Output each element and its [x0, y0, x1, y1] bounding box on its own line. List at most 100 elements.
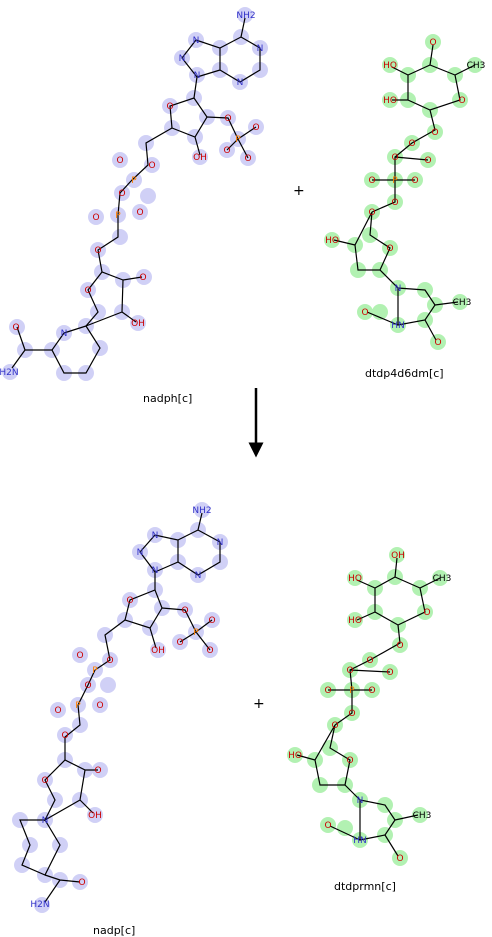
svg-text:O: O [126, 596, 133, 606]
svg-text:P: P [349, 686, 355, 696]
svg-text:O: O [206, 646, 213, 656]
svg-text:P: P [392, 176, 398, 186]
svg-text:O: O [408, 139, 415, 149]
svg-text:P: P [115, 211, 121, 221]
svg-text:P: P [75, 701, 81, 711]
nadph-bonds [11, 17, 261, 374]
svg-text:N: N [179, 54, 186, 64]
nadp-bonds [19, 512, 221, 903]
svg-text:HN: HN [353, 836, 367, 846]
svg-text:O: O [224, 114, 231, 124]
svg-text:O: O [139, 273, 146, 283]
svg-text:O: O [106, 656, 113, 666]
reactant-label-dtdp4d6dm: dtdp4d6dm[c] [365, 367, 444, 380]
svg-text:P: P [235, 135, 241, 145]
svg-text:N: N [193, 36, 200, 46]
svg-text:OH: OH [131, 319, 145, 329]
svg-text:O: O [348, 709, 355, 719]
dtdprmn-bonds [296, 557, 441, 857]
svg-text:O: O [386, 668, 393, 678]
svg-text:N: N [152, 531, 159, 541]
svg-text:O: O [84, 681, 91, 691]
svg-text:O: O [386, 244, 393, 254]
svg-text:N: N [42, 816, 49, 826]
svg-text:O: O [458, 96, 465, 106]
svg-text:O: O [94, 766, 101, 776]
svg-text:O: O [411, 176, 418, 186]
svg-text:O: O [346, 756, 353, 766]
svg-text:HO: HO [383, 61, 397, 71]
svg-text:O: O [78, 878, 85, 888]
svg-text:O: O [244, 154, 251, 164]
svg-text:O: O [396, 641, 403, 651]
svg-text:HO: HO [325, 236, 339, 246]
svg-text:H2N: H2N [30, 900, 49, 910]
svg-text:N: N [395, 284, 402, 294]
svg-text:O: O [116, 156, 123, 166]
svg-text:O: O [41, 776, 48, 786]
svg-text:O: O [166, 102, 173, 112]
svg-text:O: O [54, 706, 61, 716]
svg-text:N: N [357, 796, 364, 806]
svg-text:HO: HO [288, 751, 302, 761]
svg-text:O: O [176, 638, 183, 648]
svg-text:O: O [324, 686, 331, 696]
svg-text:O: O [148, 161, 155, 171]
svg-text:HN: HN [391, 321, 405, 331]
svg-text:O: O [366, 656, 373, 666]
svg-text:O: O [368, 686, 375, 696]
product-label-dtdprmn: dtdprmn[c] [334, 880, 396, 893]
svg-text:O: O [223, 146, 230, 156]
svg-text:O: O [368, 208, 375, 218]
svg-text:O: O [391, 198, 398, 208]
svg-text:O: O [324, 821, 331, 831]
svg-text:O: O [361, 308, 368, 318]
svg-text:N: N [195, 571, 202, 581]
svg-text:N: N [152, 566, 159, 576]
svg-text:N: N [237, 78, 244, 88]
svg-text:N: N [217, 538, 224, 548]
svg-text:O: O [136, 208, 143, 218]
svg-text:O: O [252, 123, 259, 133]
svg-text:CH3: CH3 [433, 574, 452, 584]
svg-text:O: O [429, 38, 436, 48]
svg-text:O: O [76, 651, 83, 661]
svg-text:O: O [118, 189, 125, 199]
plus-operator-bottom: + [253, 696, 265, 712]
svg-text:O: O [84, 286, 91, 296]
svg-text:O: O [346, 666, 353, 676]
reactant-label-nadph: nadph[c] [143, 392, 193, 405]
svg-text:O: O [391, 153, 398, 163]
plus-operator-top: + [293, 183, 305, 199]
svg-text:O: O [368, 176, 375, 186]
svg-text:P: P [193, 628, 199, 638]
svg-text:O: O [424, 156, 431, 166]
svg-text:O: O [431, 128, 438, 138]
svg-text:H2N: H2N [0, 368, 19, 378]
svg-text:OH: OH [151, 646, 165, 656]
svg-text:O: O [423, 608, 430, 618]
svg-text:O: O [331, 721, 338, 731]
svg-text:OH: OH [193, 153, 207, 163]
svg-text:O: O [434, 338, 441, 348]
svg-text:O: O [96, 701, 103, 711]
svg-text:HO: HO [383, 96, 397, 106]
svg-text:O: O [92, 213, 99, 223]
svg-text:O: O [396, 854, 403, 864]
svg-text:CH3: CH3 [467, 61, 486, 71]
svg-text:CH3: CH3 [453, 298, 472, 308]
dtdp4d6dm-bonds [333, 44, 476, 341]
svg-text:N: N [257, 44, 264, 54]
svg-text:P: P [131, 176, 137, 186]
svg-text:N: N [61, 329, 68, 339]
svg-text:NH2: NH2 [236, 11, 255, 21]
svg-text:O: O [181, 606, 188, 616]
